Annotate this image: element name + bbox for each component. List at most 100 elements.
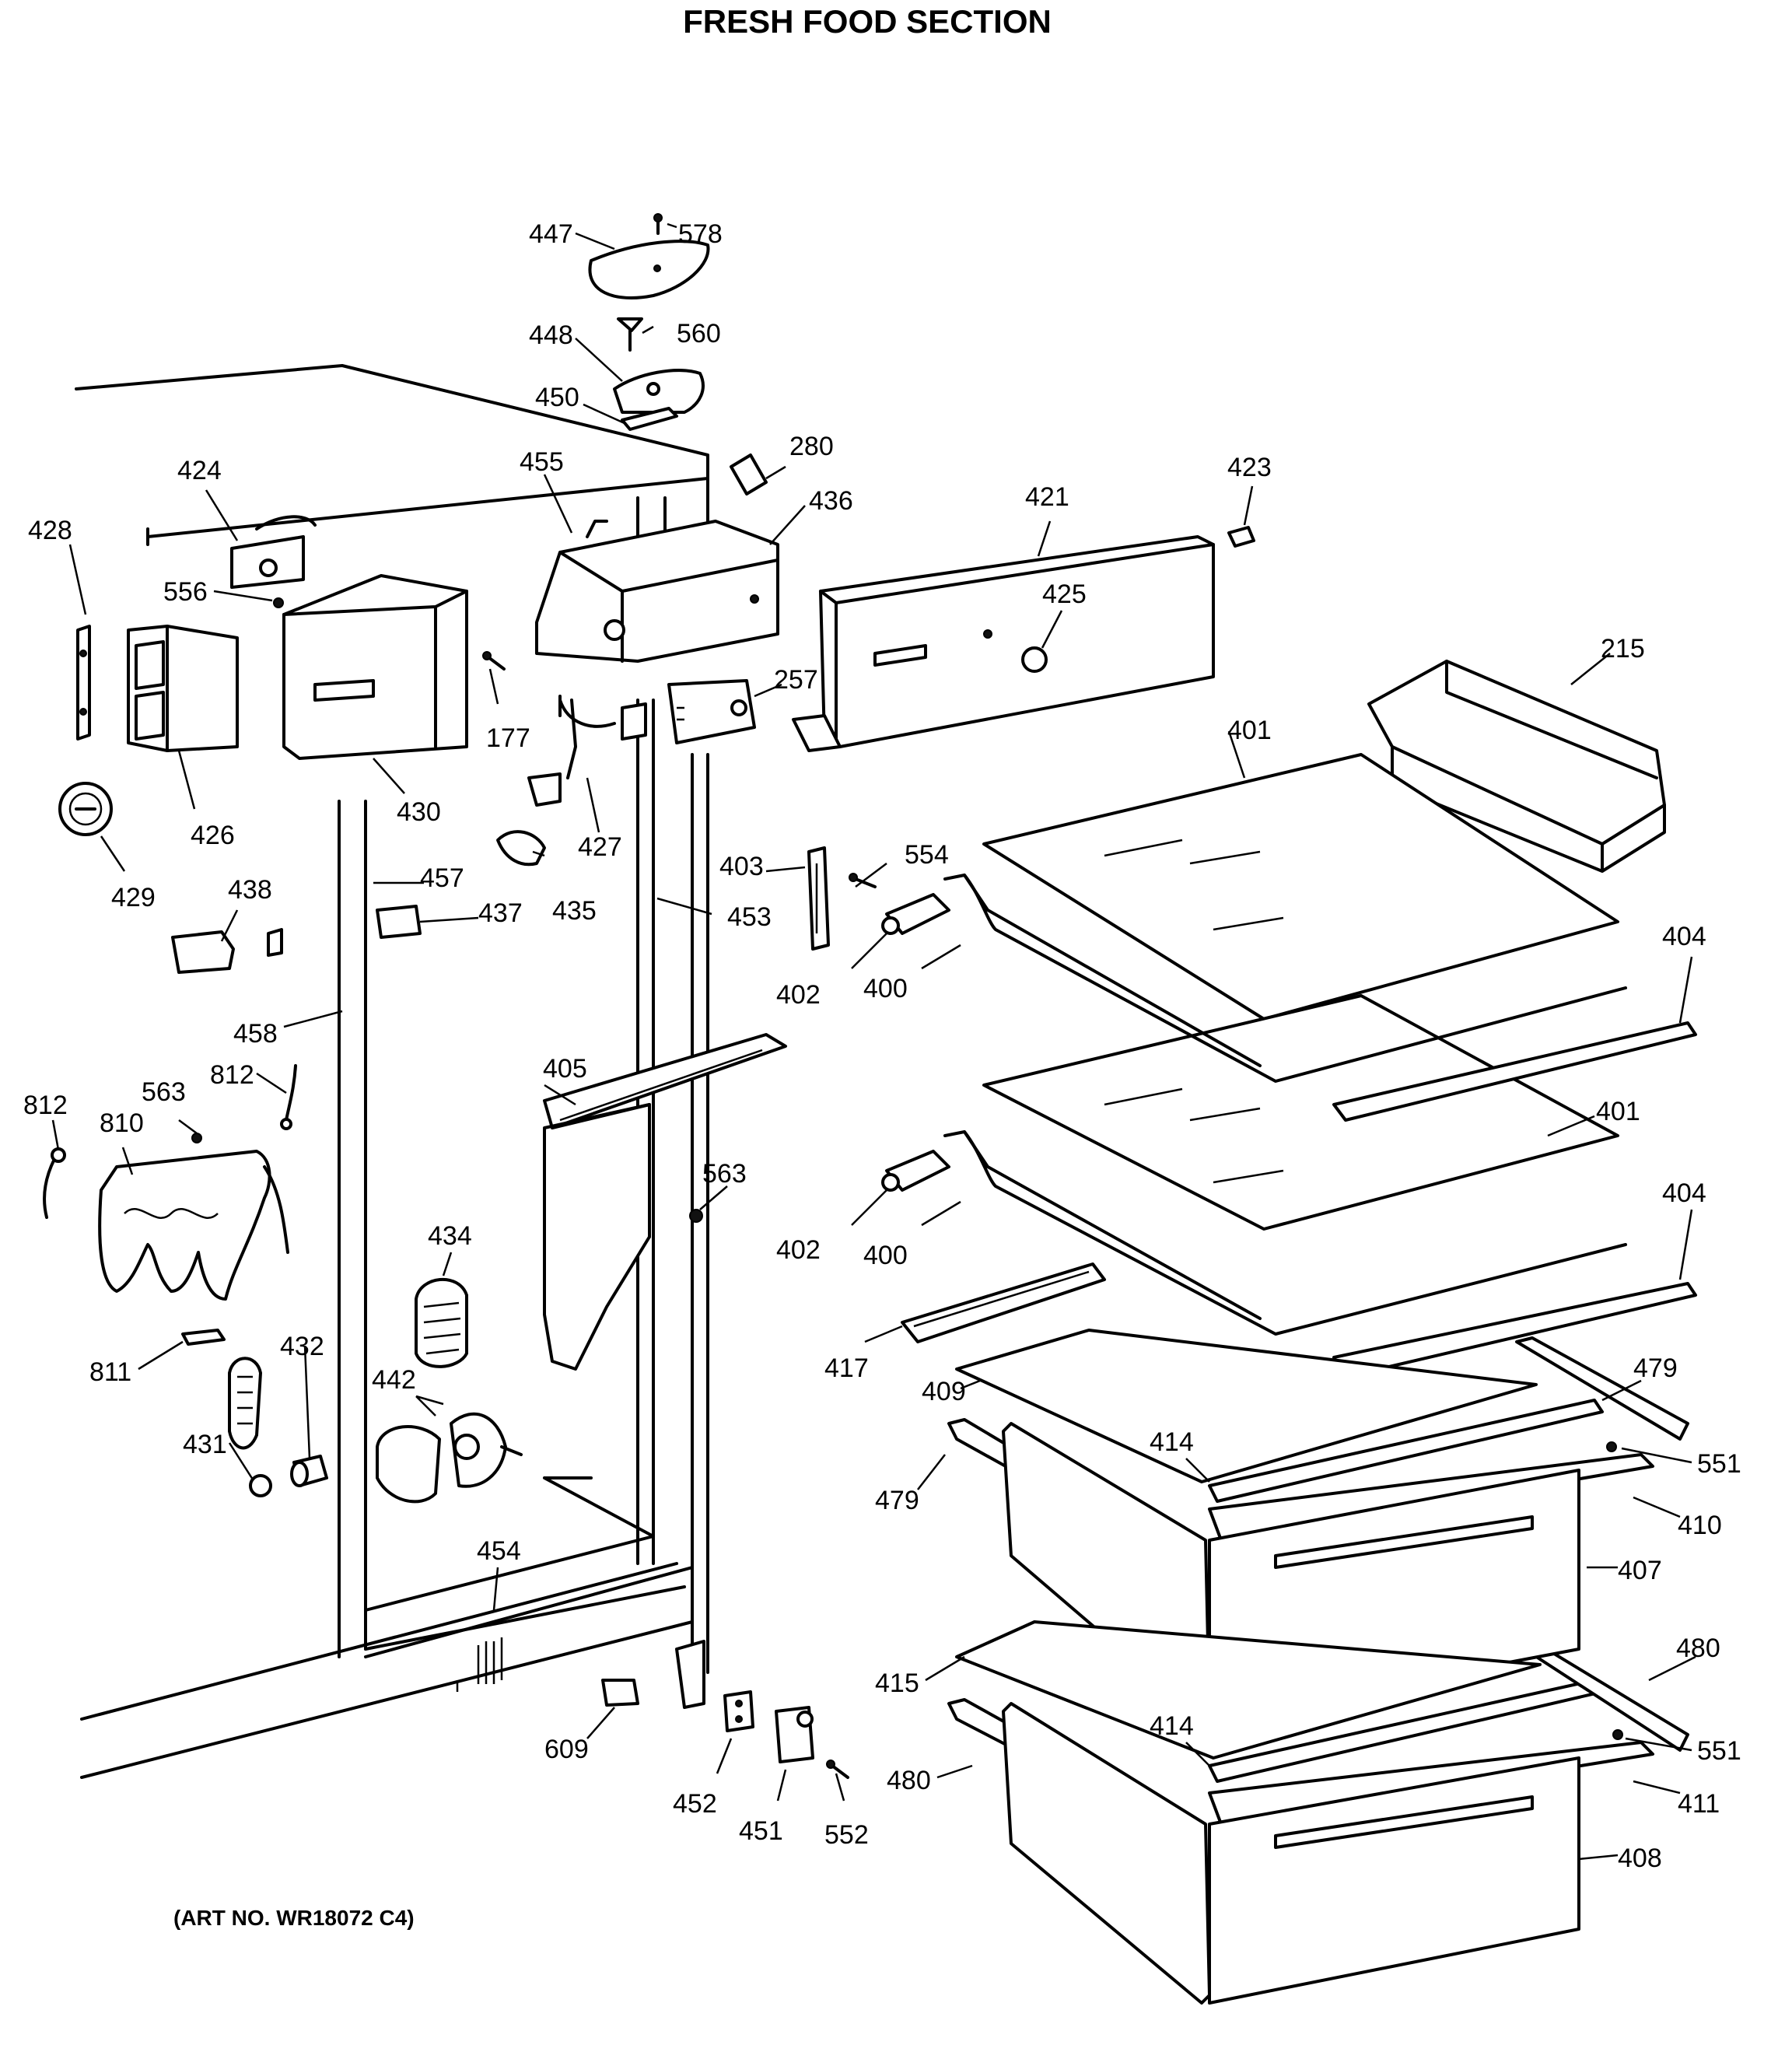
callout-label-811: 811: [89, 1357, 131, 1387]
callout-label-551b: 551: [1697, 1736, 1741, 1766]
callout-label-427: 427: [578, 832, 622, 862]
part-425: [1021, 646, 1048, 673]
part-438: [171, 928, 283, 974]
art-number: (ART NO. WR18072 C4): [173, 1906, 415, 1930]
part-431: [228, 1357, 272, 1497]
callout-label-432: 432: [280, 1332, 324, 1361]
part-423: [1227, 526, 1255, 548]
part-257: [667, 679, 756, 744]
callout-label-403: 403: [719, 852, 764, 881]
part-177: [482, 651, 506, 671]
callout-label-414b: 414: [1150, 1711, 1194, 1741]
part-578: [653, 213, 663, 235]
part-447: [588, 240, 710, 299]
callout-label-454: 454: [477, 1536, 521, 1566]
callout-label-215: 215: [1601, 634, 1645, 664]
part-429: [58, 782, 113, 836]
part-400: [943, 874, 1627, 1336]
callout-label-423: 423: [1227, 453, 1272, 482]
part-417: [901, 1262, 1106, 1343]
callout-label-405: 405: [543, 1054, 587, 1084]
callout-label-479b: 479: [875, 1486, 919, 1515]
callout-label-415: 415: [875, 1669, 919, 1698]
callout-label-438: 438: [228, 875, 272, 905]
callout-label-436: 436: [809, 486, 853, 516]
callout-label-442: 442: [372, 1365, 416, 1395]
callout-label-812a: 812: [23, 1091, 68, 1120]
callout-label-578: 578: [678, 219, 723, 249]
callout-label-609: 609: [544, 1735, 589, 1764]
part-437: [376, 905, 422, 939]
part-452: [723, 1690, 754, 1732]
part-427: [527, 695, 647, 807]
callout-label-554: 554: [905, 840, 949, 870]
callout-label-407: 407: [1618, 1556, 1662, 1585]
part-436: [535, 520, 779, 663]
cabinet-frame: [75, 364, 709, 1779]
callout-label-177: 177: [486, 723, 530, 753]
callout-label-479a: 479: [1633, 1353, 1678, 1383]
callout-label-414a: 414: [1150, 1427, 1194, 1457]
callout-label-812b: 812: [210, 1060, 254, 1090]
part-450: [621, 407, 678, 431]
part-448: [613, 369, 705, 414]
callout-label-402a: 402: [776, 980, 821, 1010]
callout-label-452: 452: [673, 1789, 717, 1819]
callout-label-424: 424: [177, 456, 222, 485]
callout-label-400a: 400: [863, 974, 908, 1003]
callout-label-551a: 551: [1697, 1449, 1741, 1479]
part-434: [415, 1277, 468, 1368]
callout-label-400b: 400: [863, 1241, 908, 1270]
callout-label-453: 453: [727, 902, 772, 932]
callout-label-257: 257: [774, 665, 818, 695]
part-408: [1002, 1702, 1580, 2005]
part-430: [282, 574, 468, 760]
part-428: [76, 625, 91, 741]
callout-label-410: 410: [1678, 1511, 1722, 1540]
callout-label-552: 552: [824, 1820, 869, 1850]
callout-label-480a: 480: [1676, 1634, 1720, 1663]
part-812: [43, 1064, 297, 1219]
callout-label-411: 411: [1678, 1789, 1720, 1819]
callout-label-428: 428: [28, 516, 72, 545]
callout-label-435: 435: [552, 896, 597, 926]
part-414: [1208, 1399, 1604, 1783]
callout-label-280: 280: [789, 432, 834, 461]
part-424: [230, 515, 317, 589]
callout-label-426: 426: [191, 821, 235, 850]
callout-label-455: 455: [520, 447, 564, 477]
part-432: [290, 1455, 328, 1487]
part-401: [982, 753, 1619, 1231]
diagram-title: FRESH FOOD SECTION: [683, 3, 1052, 40]
callout-label-437: 437: [478, 898, 523, 928]
callout-label-421: 421: [1025, 482, 1069, 512]
callout-label-401a: 401: [1227, 716, 1272, 745]
callout-label-810: 810: [100, 1108, 144, 1138]
part-421: [792, 535, 1215, 752]
part-560: [617, 317, 643, 352]
callout-label-563a: 563: [142, 1077, 186, 1107]
callout-label-450: 450: [535, 383, 579, 412]
callout-label-447: 447: [529, 219, 573, 249]
part-609: [601, 1679, 639, 1707]
part-215: [1367, 660, 1666, 873]
callout-label-448: 448: [529, 320, 573, 350]
callout-label-458: 458: [233, 1019, 278, 1049]
part-415: [955, 1620, 1542, 1760]
callout-label-404b: 404: [1662, 1178, 1706, 1208]
part-810: [98, 1150, 289, 1301]
part-551: [1606, 1441, 1623, 1740]
callout-label-417: 417: [824, 1353, 869, 1383]
part-402: [881, 893, 950, 1192]
part-556: [273, 597, 284, 608]
callout-label-431: 431: [183, 1430, 227, 1459]
callout-label-480b: 480: [887, 1766, 931, 1795]
part-552: [826, 1760, 849, 1779]
leader-lines: [51, 222, 1696, 1861]
callout-label-429: 429: [111, 883, 156, 912]
callout-label-434: 434: [428, 1221, 472, 1251]
part-403: [807, 846, 830, 951]
part-451: [775, 1706, 814, 1763]
